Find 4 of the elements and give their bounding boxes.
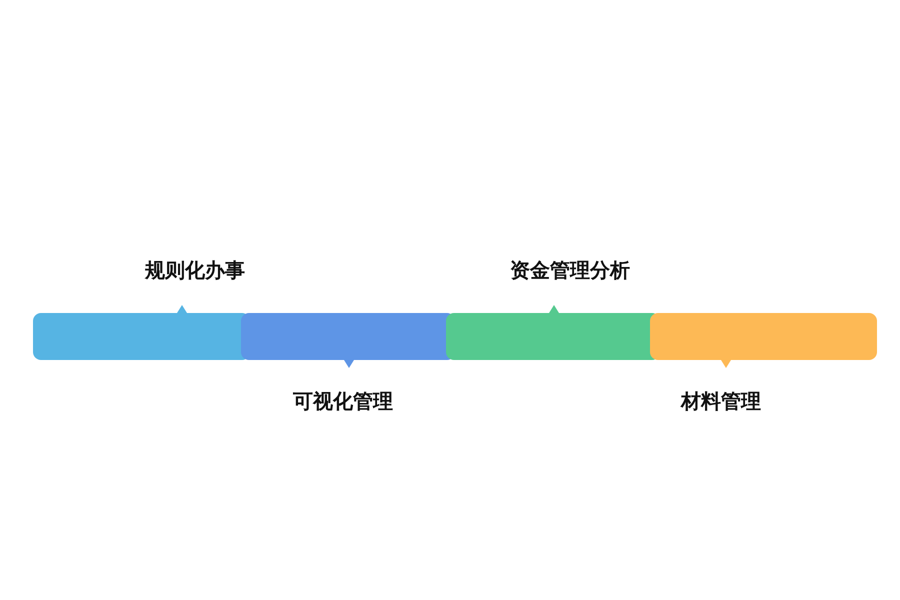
segment-label: 规则化办事 [145,257,245,284]
segment-label: 可视化管理 [293,388,393,415]
segment-label: 材料管理 [681,388,761,415]
segment-label: 资金管理分析 [510,257,630,284]
